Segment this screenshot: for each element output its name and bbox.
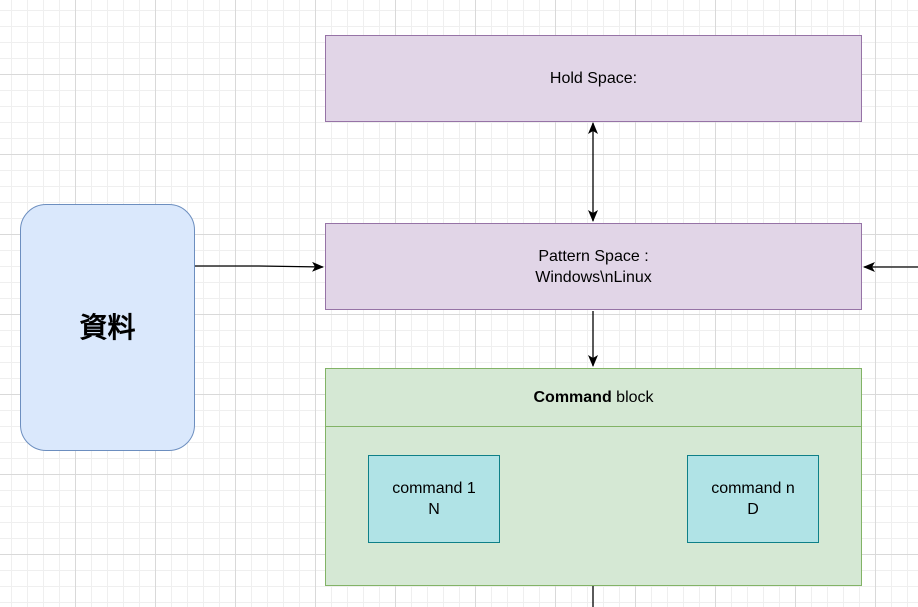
command-n-label-line1: command n (711, 480, 795, 497)
command-n-node[interactable]: command n D (687, 455, 819, 543)
pattern-space-label-line1: Pattern Space : (538, 247, 649, 265)
data-source-label: 資料 (79, 311, 136, 344)
data-to-pattern-arrow (195, 261, 324, 272)
hold-space-node[interactable]: Hold Space: (325, 35, 862, 122)
command-block-title-bold: Command (533, 388, 612, 406)
command-1-node[interactable]: command 1 N (368, 455, 500, 543)
command-1-label-line2: N (428, 501, 440, 518)
pattern-space-label-line2: Windows\nLinux (535, 268, 652, 286)
command-n-label-line2: D (747, 501, 759, 518)
command-1-label-line1: command 1 (392, 480, 476, 497)
command-block-header: Command block (326, 369, 861, 427)
pattern-space-node[interactable]: Pattern Space : Windows\nLinux (325, 223, 862, 310)
data-source-node[interactable]: 資料 (20, 204, 195, 451)
command-block-title-rest: block (611, 388, 654, 406)
hold-space-label: Hold Space: (549, 70, 638, 87)
